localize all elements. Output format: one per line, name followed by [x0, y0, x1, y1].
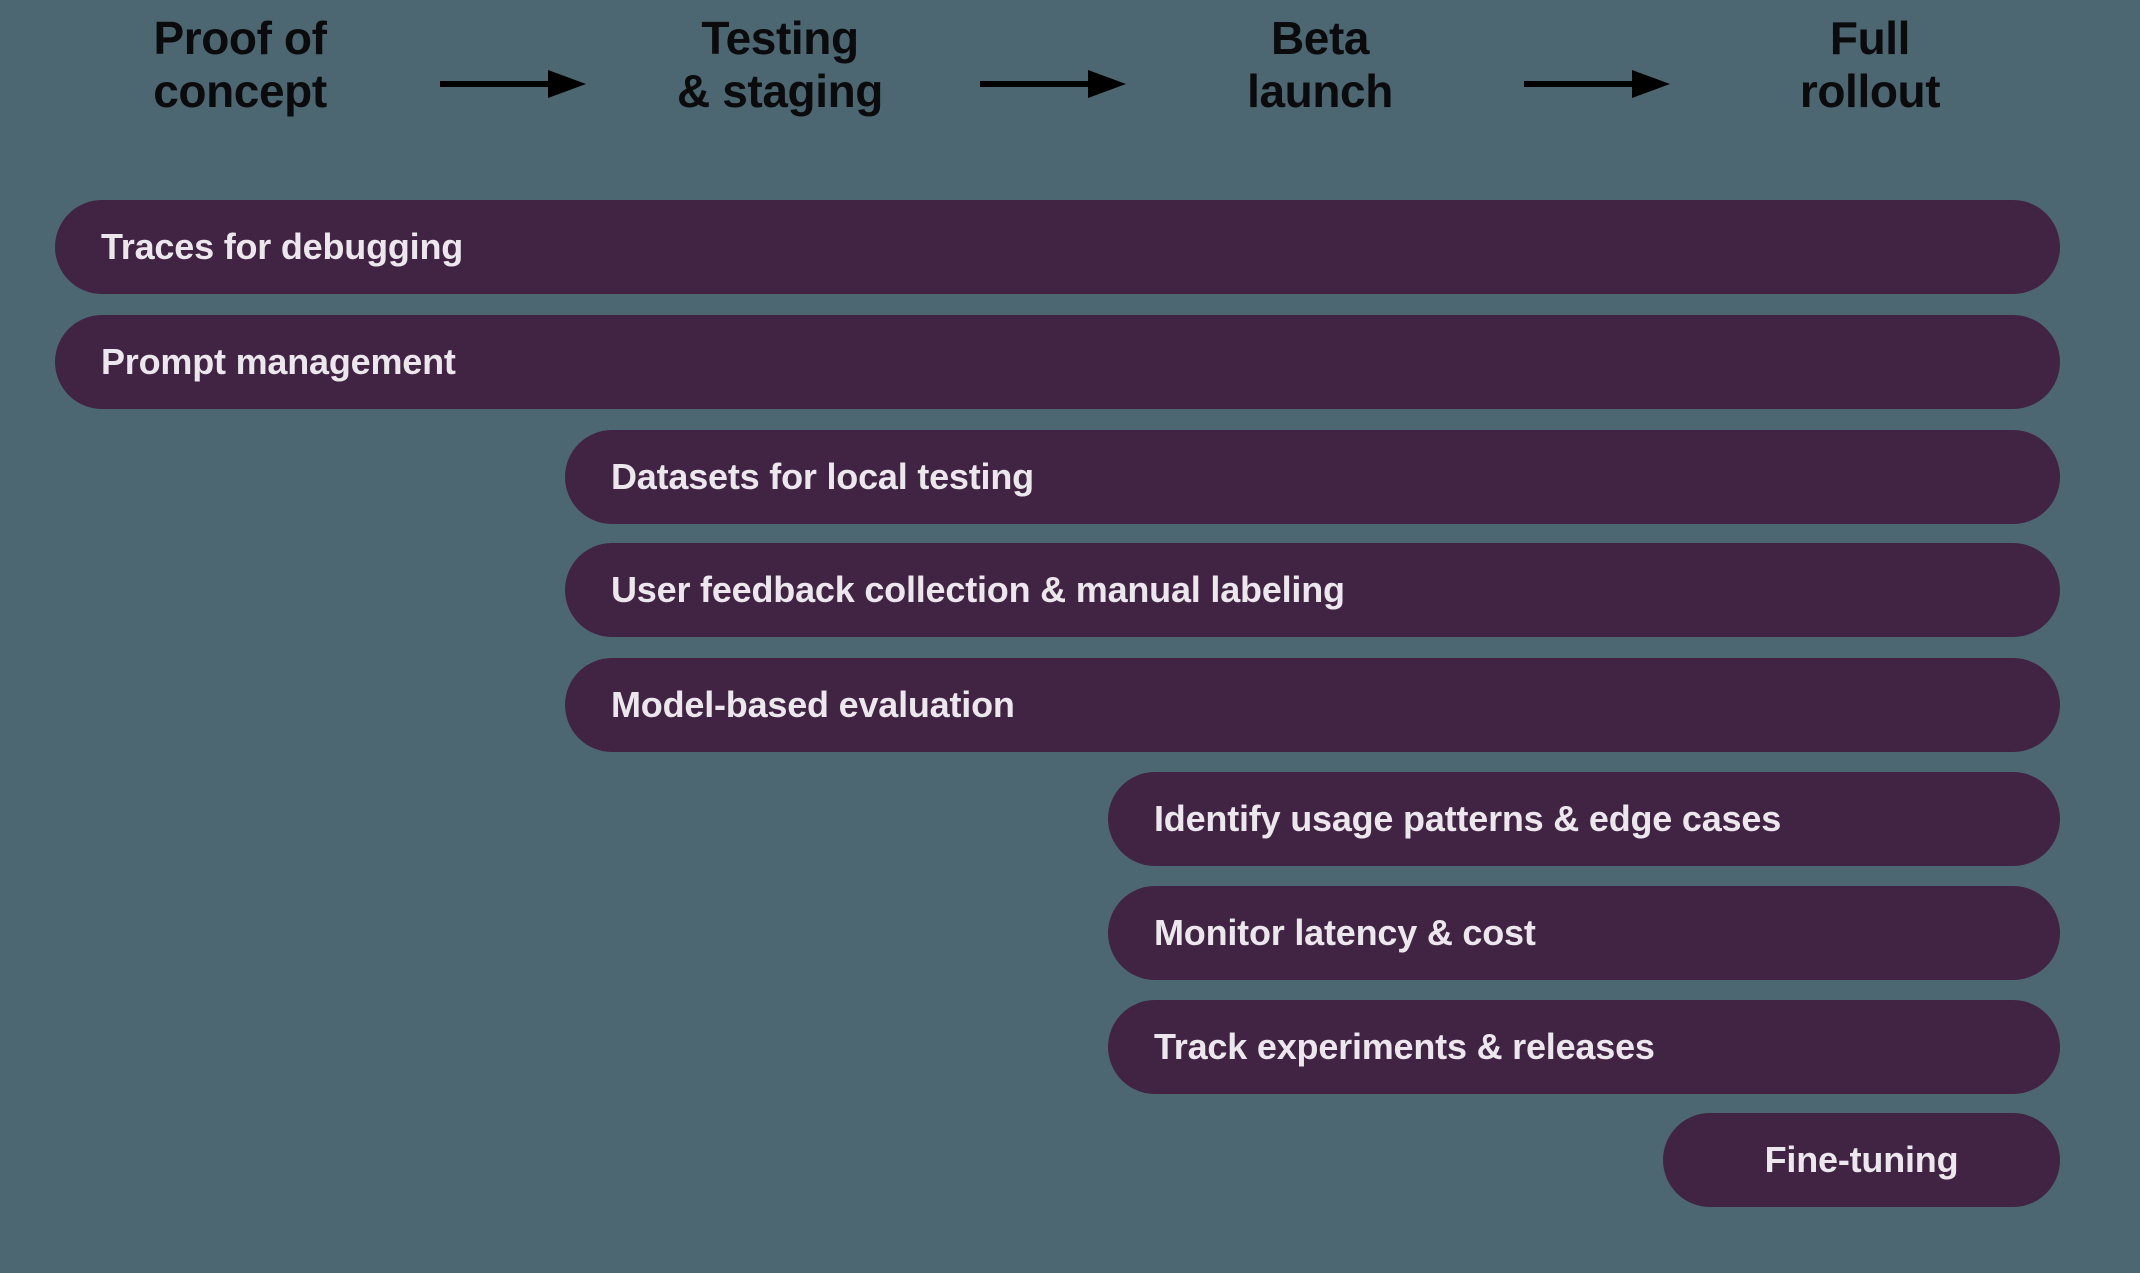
capability-bar: Model-based evaluation [565, 658, 2060, 752]
capability-bar-label: Track experiments & releases [1154, 1026, 1655, 1067]
capability-bar: Track experiments & releases [1108, 1000, 2060, 1094]
capability-bar-label: Identify usage patterns & edge cases [1154, 798, 1782, 839]
arrow-right-icon [440, 70, 586, 98]
capability-bar: Prompt management [55, 315, 2060, 409]
stage-label-beta-launch: Beta launch [1247, 12, 1393, 117]
capability-bar: Monitor latency & cost [1108, 886, 2060, 980]
capability-bar-label: Fine-tuning [1764, 1139, 1959, 1180]
stage-label-testing-and-staging: Testing & staging [677, 12, 883, 117]
capability-bar-label: Monitor latency & cost [1154, 912, 1536, 953]
stage-label-full-rollout: Full rollout [1799, 12, 1941, 117]
capability-bar: Fine-tuning [1663, 1113, 2060, 1207]
stage-label-proof-of-concept: Proof of concept [153, 12, 327, 117]
arrow-right-icon [980, 70, 1126, 98]
capability-bar: Datasets for local testing [565, 430, 2060, 524]
capability-bar-label: User feedback collection & manual labeli… [611, 569, 1345, 610]
stage-header: Proof of concept Testing & staging Beta … [0, 0, 2140, 160]
capability-bar-label: Traces for debugging [101, 226, 464, 267]
capability-bar-label: Datasets for local testing [611, 456, 1034, 497]
capability-bar-label: Prompt management [101, 341, 456, 382]
capability-bar-label: Model-based evaluation [611, 684, 1015, 725]
capability-bar: Identify usage patterns & edge cases [1108, 772, 2060, 866]
capability-bar: Traces for debugging [55, 200, 2060, 294]
capability-bar: User feedback collection & manual labeli… [565, 543, 2060, 637]
arrow-right-icon [1524, 70, 1670, 98]
